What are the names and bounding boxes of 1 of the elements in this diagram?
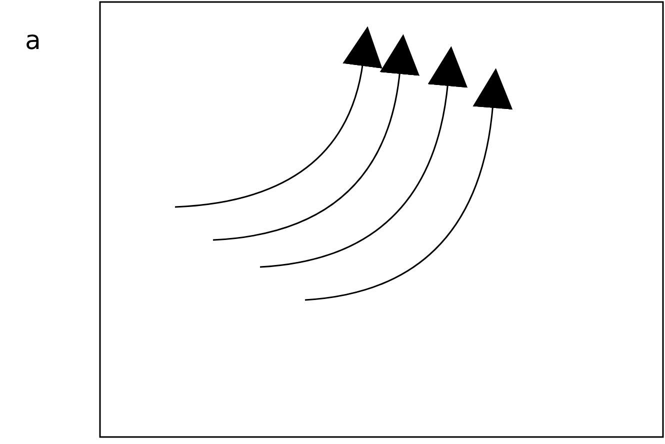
panel-label: a [25, 28, 41, 54]
